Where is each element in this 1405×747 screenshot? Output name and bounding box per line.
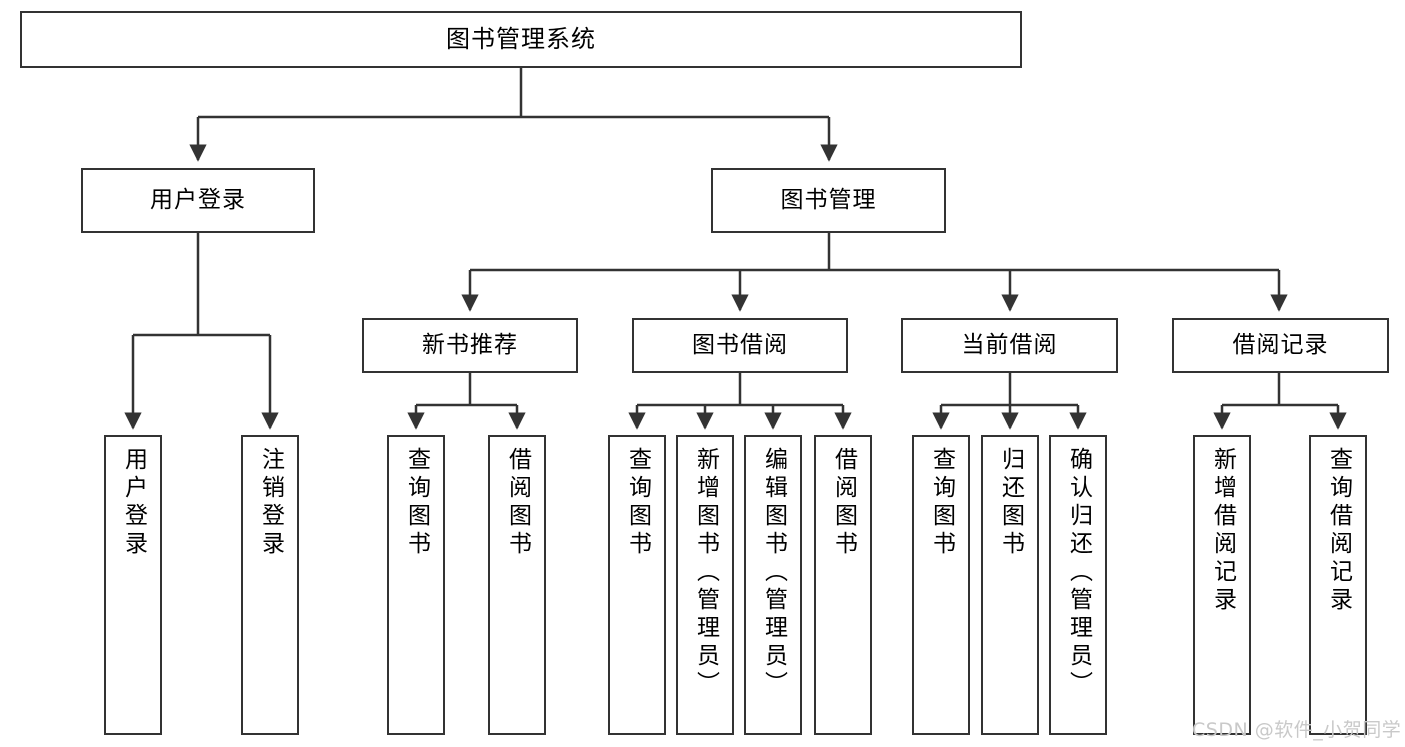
leaf-user-login[interactable]: 用户登录	[104, 435, 162, 735]
node-new-book-recommendation[interactable]: 新书推荐	[362, 318, 578, 373]
leaf-query-books-recommend[interactable]: 查询图书	[387, 435, 445, 735]
node-label: 编辑图书（管理员）	[760, 447, 787, 699]
node-label: 查询图书	[624, 447, 651, 559]
node-borrowing-records[interactable]: 借阅记录	[1172, 318, 1389, 373]
node-label: 用户登录	[150, 186, 246, 213]
leaf-query-books-current[interactable]: 查询图书	[912, 435, 970, 735]
leaf-query-books-borrow[interactable]: 查询图书	[608, 435, 666, 735]
leaf-borrow-books-borrow[interactable]: 借阅图书	[814, 435, 872, 735]
node-label: 图书管理	[780, 186, 877, 213]
node-label: 借阅图书	[504, 447, 531, 559]
node-label: 新书推荐	[422, 331, 518, 358]
node-label: 借阅记录	[1232, 331, 1329, 358]
leaf-query-borrow-record[interactable]: 查询借阅记录	[1309, 435, 1367, 735]
leaf-add-book-admin[interactable]: 新增图书（管理员）	[676, 435, 734, 735]
node-book-management[interactable]: 图书管理	[711, 168, 946, 233]
node-label: 借阅图书	[830, 447, 857, 559]
node-label: 用户登录	[120, 447, 147, 559]
leaf-return-books[interactable]: 归还图书	[981, 435, 1039, 735]
node-label: 图书借阅	[692, 331, 788, 358]
node-label: 图书管理系统	[446, 25, 596, 54]
node-label: 查询图书	[403, 447, 430, 559]
node-label: 查询借阅记录	[1325, 447, 1352, 615]
node-label: 确认归还（管理员）	[1065, 447, 1092, 699]
node-label: 新增图书（管理员）	[692, 447, 719, 699]
node-label: 归还图书	[997, 447, 1024, 559]
node-current-borrowing[interactable]: 当前借阅	[901, 318, 1118, 373]
csdn-watermark: CSDN @软件_小贺同学	[1192, 719, 1402, 741]
node-book-borrowing[interactable]: 图书借阅	[632, 318, 848, 373]
node-label: 当前借阅	[961, 331, 1058, 358]
leaf-add-borrow-record[interactable]: 新增借阅记录	[1193, 435, 1251, 735]
node-root-book-management-system[interactable]: 图书管理系统	[20, 11, 1022, 68]
node-label: 查询图书	[928, 447, 955, 559]
leaf-edit-book-admin[interactable]: 编辑图书（管理员）	[744, 435, 802, 735]
node-user-login[interactable]: 用户登录	[81, 168, 315, 233]
leaf-confirm-return-admin[interactable]: 确认归还（管理员）	[1049, 435, 1107, 735]
leaf-borrow-books-recommend[interactable]: 借阅图书	[488, 435, 546, 735]
node-label: 新增借阅记录	[1209, 447, 1236, 615]
leaf-logout[interactable]: 注销登录	[241, 435, 299, 735]
node-label: 注销登录	[257, 447, 284, 559]
